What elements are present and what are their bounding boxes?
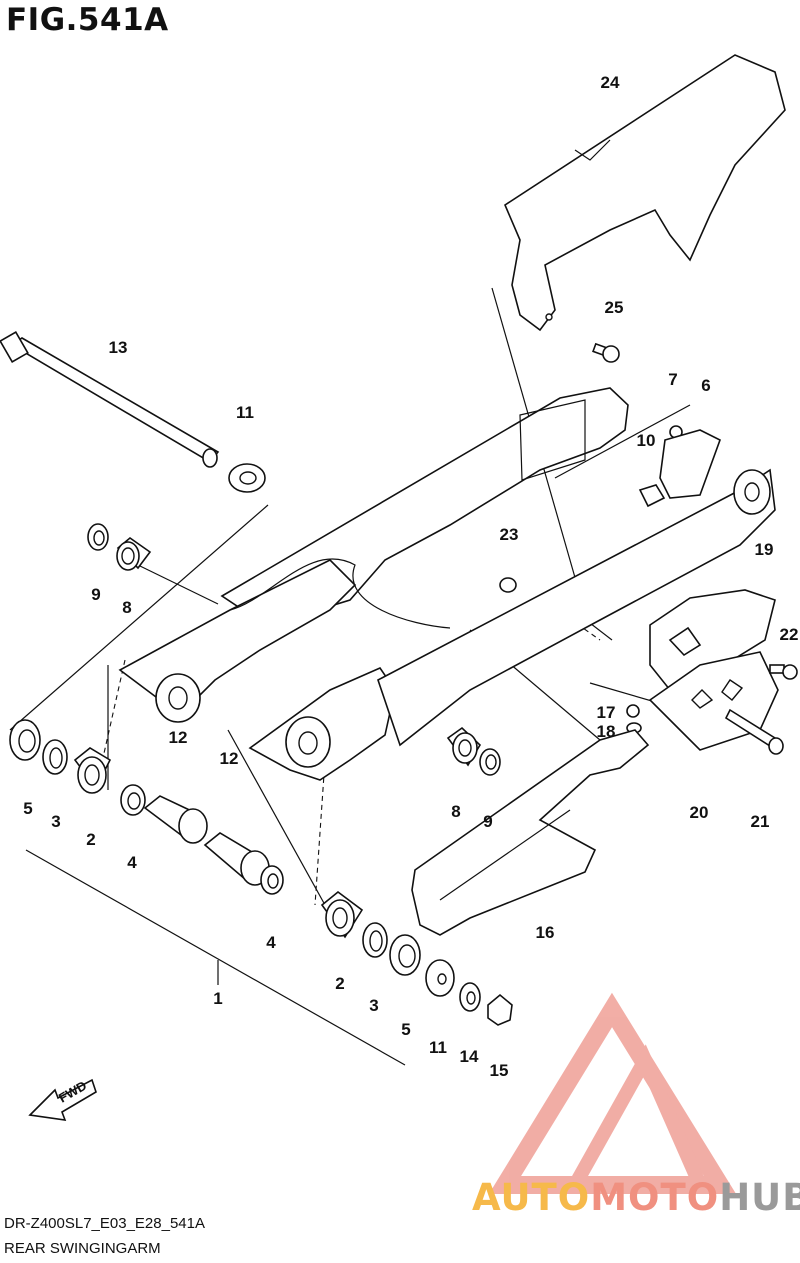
chain-guard: [503, 54, 786, 332]
callout-label: 6: [701, 376, 710, 395]
chain-guide-19: [649, 589, 776, 691]
bolt-21: [724, 708, 784, 755]
callouts: 24 25 13 11 7 6 10 9 8 23 19 22 5 3 2 4 …: [23, 73, 798, 1106]
callout-label: 3: [51, 812, 60, 831]
callout-label: 18: [597, 722, 616, 741]
callout-label: 12: [169, 728, 188, 747]
callout-label: 9: [483, 812, 492, 831]
bracket-6-7-10: [638, 425, 721, 508]
callout-label: 17: [597, 703, 616, 722]
callout-label: 8: [451, 802, 460, 821]
watermark-part3: HUB: [719, 1176, 800, 1219]
callout-label: 1: [213, 989, 222, 1008]
callout-label: 24: [601, 73, 620, 92]
callout-label: 3: [369, 996, 378, 1015]
callout-label: 10: [637, 431, 656, 450]
watermark-logo: [488, 992, 737, 1194]
callout-label: 9: [91, 585, 100, 604]
callout-label: 15: [490, 1061, 509, 1080]
callout-label: 25: [605, 298, 624, 317]
swingarm-body: [118, 387, 776, 781]
callout-label: 12: [220, 749, 239, 768]
pivot-shaft: [0, 331, 220, 468]
callout-label: 2: [335, 974, 344, 993]
watermark-part2: MOTO: [590, 1176, 720, 1219]
watermark-part1: AUTO: [472, 1176, 591, 1219]
callout-label: 8: [122, 598, 131, 617]
callout-label: 4: [266, 933, 276, 952]
callout-label: 11: [236, 403, 254, 422]
nut-23: [499, 577, 517, 593]
callout-label: 5: [23, 799, 32, 818]
bearing-set-lower-left: [9, 719, 112, 794]
bearing-set-upper: [87, 523, 152, 571]
bearing-set-mid-right: [446, 726, 501, 776]
diagram-description: REAR SWINGINGARM: [4, 1240, 161, 1257]
callout-label: 21: [751, 812, 770, 831]
callout-label: 13: [109, 338, 128, 357]
figure-title: FIG.541A: [6, 2, 169, 38]
chain-slider-16: [411, 729, 650, 936]
callout-label: 5: [401, 1020, 410, 1039]
callout-label: 20: [690, 803, 709, 822]
callout-label: 23: [500, 525, 519, 544]
collars-4-12: [120, 784, 284, 895]
bolt-25: [592, 342, 620, 363]
bearing-set-lower-right: [320, 890, 513, 1026]
callout-label: 14: [460, 1047, 479, 1066]
screw-washer-17-18: [626, 704, 642, 734]
callout-label: 19: [755, 540, 774, 559]
callout-label: 7: [668, 370, 677, 389]
model-code: DR-Z400SL7_E03_E28_541A: [4, 1215, 205, 1232]
callout-label: 22: [780, 625, 799, 644]
callout-label: 2: [86, 830, 95, 849]
washer-11-upper: [228, 463, 266, 493]
callout-label: 4: [127, 853, 137, 872]
callout-label: 11: [429, 1038, 447, 1057]
callout-label: 16: [536, 923, 555, 942]
watermark-text: AUTOMOTOHUB: [472, 1176, 800, 1219]
fwd-arrow-icon: [28, 1078, 97, 1121]
bolt-22: [769, 664, 798, 680]
